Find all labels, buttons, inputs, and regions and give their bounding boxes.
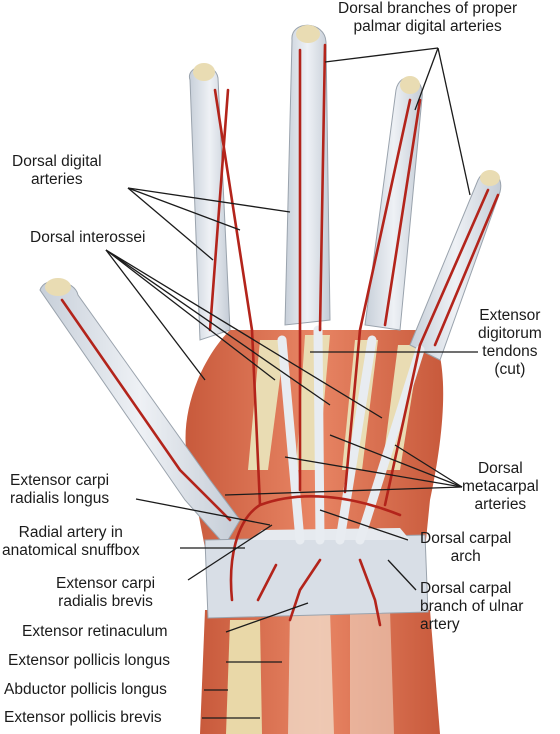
label-dorsal-digital-arteries: Dorsal digital arteries — [12, 153, 102, 188]
label-dorsal-carpal-branch: Dorsal carpal branch of ulnar artery — [420, 580, 524, 633]
arteries — [60, 43, 500, 627]
label-dorsal-interossei: Dorsal interossei — [30, 229, 146, 246]
label-ecr-brevis: Extensor carpi radialis brevis — [56, 575, 156, 610]
label-extensor-pollicis-brevis: Extensor pollicis brevis — [4, 709, 162, 726]
forearm-muscles — [200, 610, 440, 734]
leader-lines — [105, 47, 478, 719]
label-dorsal-metacarpal-arteries: Dorsal metacarpal arteries — [462, 460, 539, 513]
label-dorsal-branches: Dorsal branches of proper palmar digital… — [338, 0, 518, 35]
label-extensor-retinaculum: Extensor retinaculum — [22, 623, 168, 640]
label-extensor-pollicis-longus: Extensor pollicis longus — [8, 652, 170, 669]
label-extensor-digitorum: Extensor digitorum tendons (cut) — [478, 307, 542, 378]
label-radial-artery: Radial artery in anatomical snuffbox — [2, 524, 140, 559]
label-ecr-longus: Extensor carpi radialis longus — [10, 472, 110, 507]
label-dorsal-carpal-arch: Dorsal carpal arch — [420, 530, 512, 565]
label-abductor-pollicis-longus: Abductor pollicis longus — [4, 681, 167, 698]
